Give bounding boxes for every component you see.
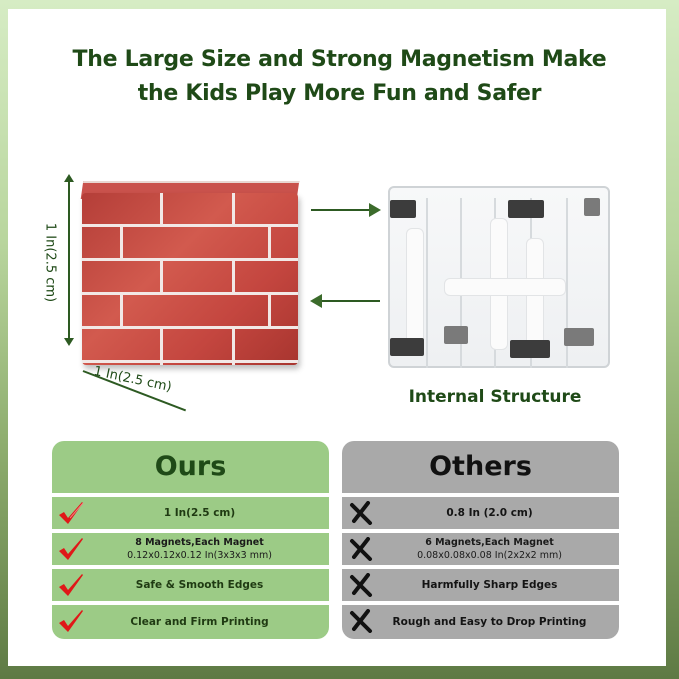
cross-icon	[350, 501, 372, 525]
internal-structure-label: Internal Structure	[408, 387, 582, 407]
internal-structure-image	[388, 178, 612, 368]
check-icon	[59, 574, 83, 596]
others-header: Others	[342, 441, 619, 493]
others-column: Others 0.8 In (2.0 cm) 6 Magnets,Each Ma…	[342, 441, 619, 639]
magnet	[390, 338, 424, 356]
magnet	[390, 200, 416, 218]
ours-row: Clear and Firm Printing	[52, 605, 329, 639]
arrow-left-icon	[310, 294, 380, 308]
magnet	[564, 328, 594, 346]
headline-line-1: The Large Size and Strong Magnetism Make	[72, 46, 607, 72]
height-dimension-label: 1 In(2.5 cm)	[42, 222, 58, 303]
check-icon	[59, 610, 83, 632]
headline: The Large Size and Strong Magnetism Make…	[0, 43, 679, 111]
cube-front-face	[82, 193, 298, 365]
magnet	[444, 326, 468, 344]
ours-row: Safe & Smooth Edges	[52, 569, 329, 601]
ours-row: 1 In(2.5 cm)	[52, 497, 329, 529]
arrow-right-icon	[311, 203, 381, 217]
check-icon	[59, 502, 84, 524]
others-row: 0.8 In (2.0 cm)	[342, 497, 619, 529]
height-dimension-arrow	[64, 174, 74, 346]
transparent-cube-body	[388, 186, 610, 368]
cross-icon	[350, 573, 372, 597]
magnet	[584, 198, 600, 216]
magnet	[510, 340, 550, 358]
headline-line-2: the Kids Play More Fun and Safer	[137, 80, 542, 106]
check-icon	[59, 538, 83, 560]
others-row: Rough and Easy to Drop Printing	[342, 605, 619, 639]
magnet	[508, 200, 544, 218]
cross-icon	[350, 609, 372, 633]
cross-icon	[350, 537, 372, 561]
brick-cube-image	[72, 173, 302, 373]
others-row: Harmfully Sharp Edges	[342, 569, 619, 601]
ours-header: Ours	[52, 441, 329, 493]
